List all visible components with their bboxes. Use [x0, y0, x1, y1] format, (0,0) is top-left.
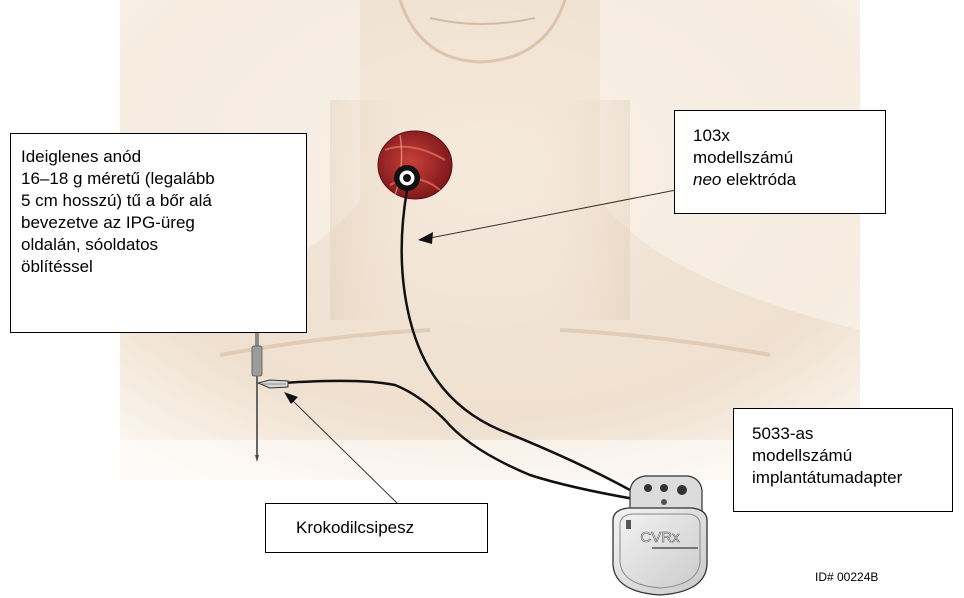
device-logo: CVRx: [640, 529, 680, 546]
adapter-line-3: implantátumadapter: [752, 467, 934, 489]
callout-temporary-anode: Ideiglenes anód 16–18 g méretű (legalább…: [10, 133, 307, 333]
callout-implant-adapter: 5033-as modellszámú implantátumadapter: [733, 408, 953, 512]
anode-line-2: 16–18 g méretű (legalább: [21, 168, 296, 190]
adapter-line-2: modellszámú: [752, 445, 934, 467]
carotid-inset: [378, 131, 452, 199]
callout-crocodile-clip: Krokodilcsipesz: [265, 503, 488, 553]
electrode-line-1: 103x: [693, 125, 867, 147]
anode-line-6: öblítéssel: [21, 256, 296, 278]
electrode-line-3-rest: elektróda: [721, 170, 796, 189]
electrode-neo-italic: neo: [693, 170, 721, 189]
anode-line-4: bevezetve az IPG-üreg: [21, 212, 296, 234]
adapter-line-1: 5033-as: [752, 423, 934, 445]
anode-line-5: oldalán, sóoldatos: [21, 234, 296, 256]
anode-line-3: 5 cm hosszú) tű a bőr alá: [21, 190, 296, 212]
anode-line-1: Ideiglenes anód: [21, 146, 296, 168]
electrode-line-3: neo elektróda: [693, 169, 867, 191]
clip-label: Krokodilcsipesz: [296, 517, 457, 539]
callout-electrode: 103x modellszámú neo elektróda: [674, 110, 886, 214]
figure-id: ID# 00224B: [815, 570, 878, 584]
electrode-line-2: modellszámú: [693, 147, 867, 169]
